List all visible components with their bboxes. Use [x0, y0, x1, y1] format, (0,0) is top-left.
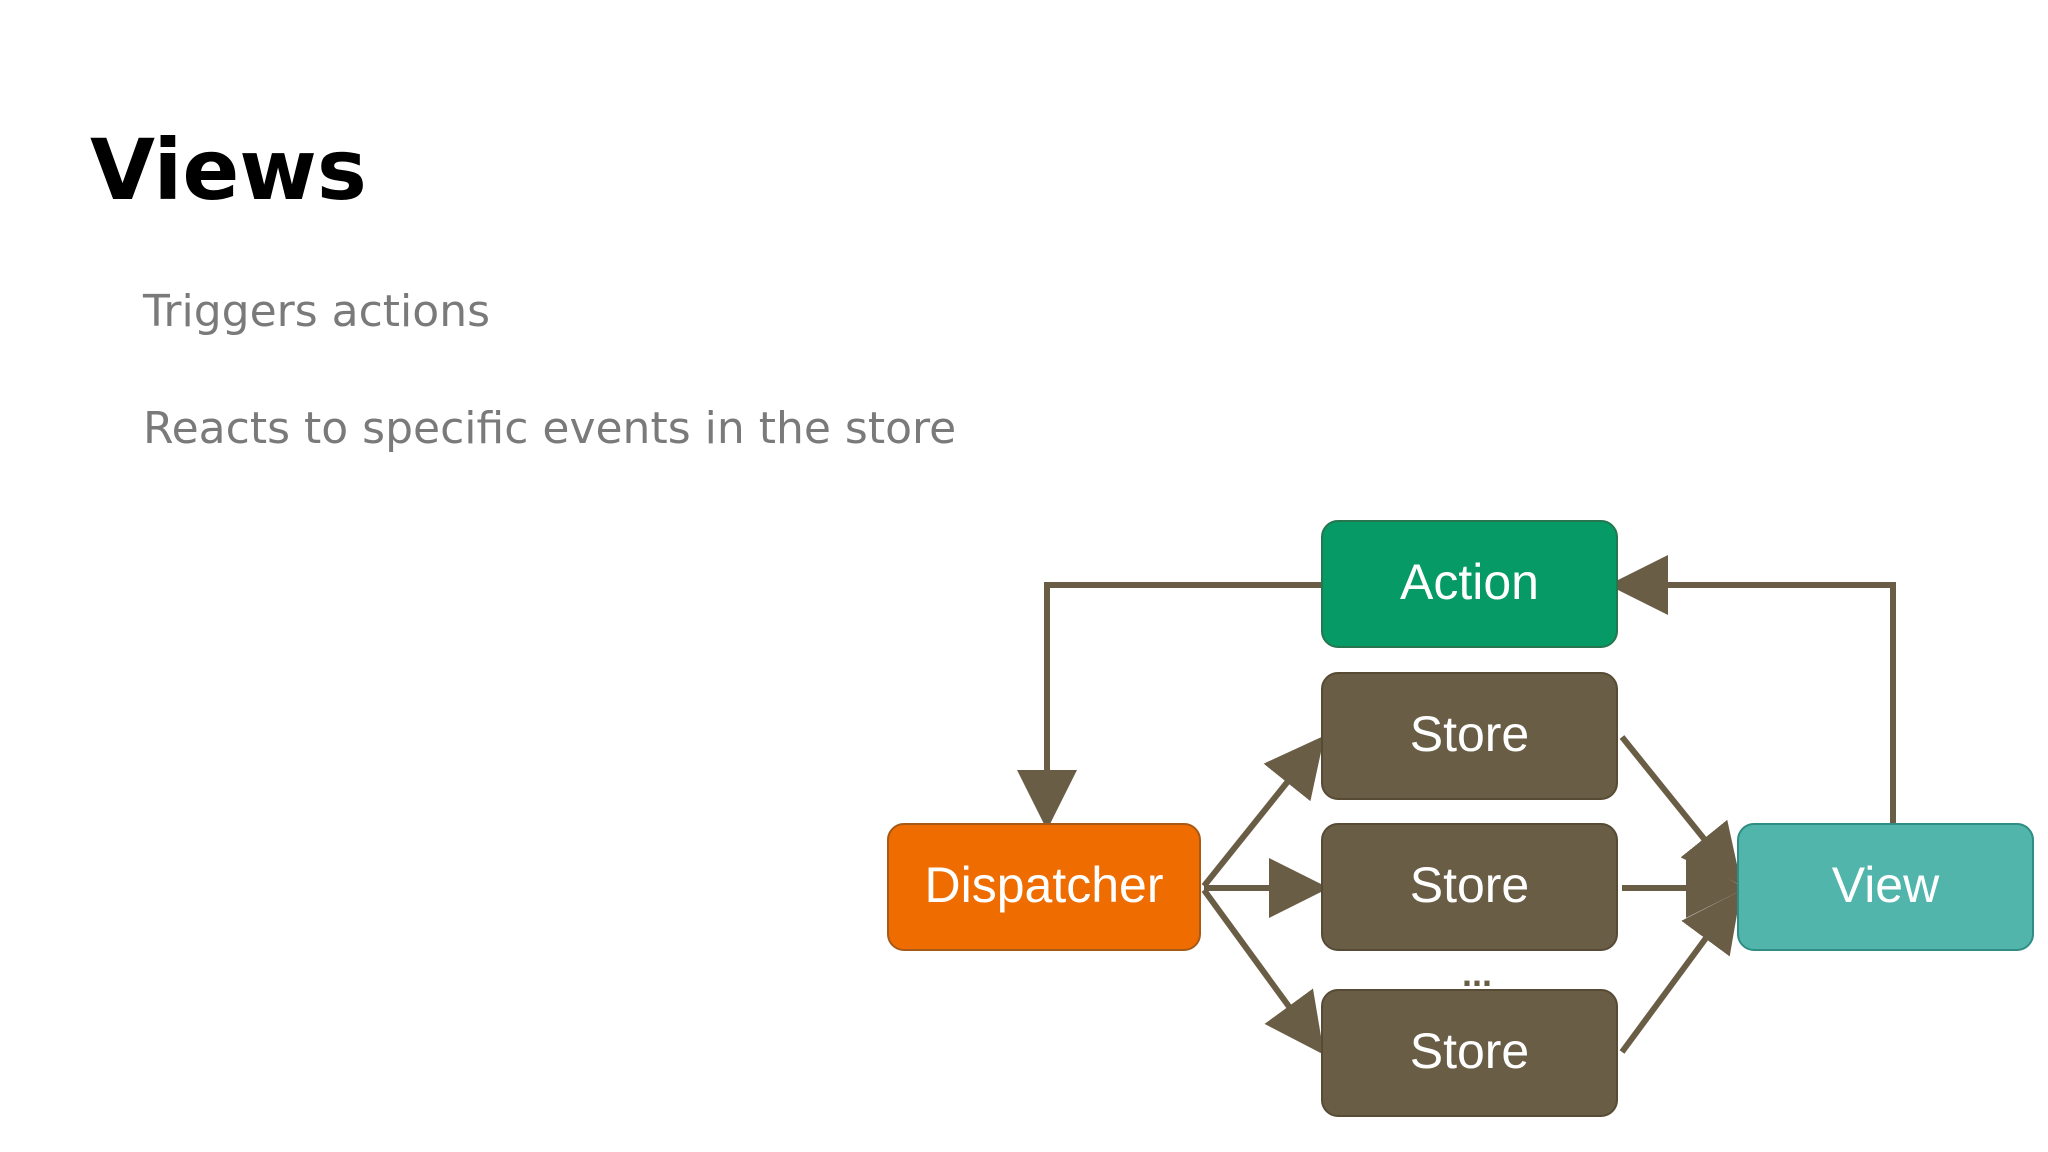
arrow-store-bottom-to-view [1619, 890, 1742, 1054]
node-store-middle-label: Store [1410, 857, 1530, 913]
arrow-action-to-dispatcher [1017, 582, 1322, 830]
bullet-item-reacts-to-events: Reacts to specific events in the store [143, 403, 957, 454]
node-dispatcher: Dispatcher [887, 823, 1201, 951]
node-dispatcher-label: Dispatcher [925, 857, 1164, 913]
arrow-dispatcher-to-store-top [1201, 735, 1325, 888]
slide-title: Views [90, 121, 367, 219]
node-view: View [1737, 823, 2034, 951]
node-store-top-label: Store [1410, 706, 1530, 762]
node-store-middle: Store [1321, 823, 1618, 951]
bullet-item-triggers-actions: Triggers actions [143, 286, 491, 337]
bullet-list: Triggers actions Reacts to specific even… [143, 282, 956, 516]
arrow-view-to-action [1608, 555, 1896, 825]
node-view-label: View [1832, 857, 1940, 913]
node-store-bottom-label: Store [1410, 1023, 1530, 1079]
node-action-label: Action [1400, 554, 1539, 610]
node-store-top: Store [1321, 672, 1618, 800]
arrow-store-top-to-view [1619, 735, 1742, 886]
node-action: Action [1321, 520, 1618, 648]
store-ellipsis: ... [1462, 953, 1492, 994]
arrow-dispatcher-to-store-bottom [1201, 888, 1325, 1055]
node-store-bottom: Store [1321, 989, 1618, 1117]
